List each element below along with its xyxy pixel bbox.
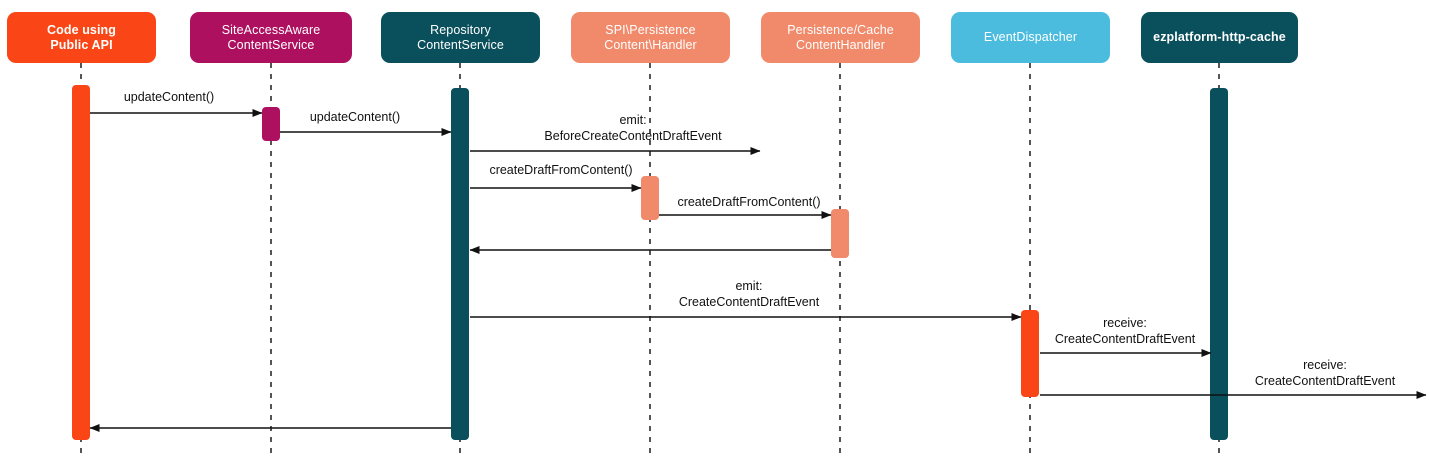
participant-label-event-dispatcher: EventDispatcher — [983, 30, 1078, 44]
participant-box-spi-persistence[interactable]: SPI\Persistence Content\Handler — [571, 12, 730, 63]
message-arrows-layer — [89, 109, 1427, 432]
participant-label-persistence-cache: Persistence/Cache ContentHandler — [787, 22, 894, 52]
message-label-m3: emit: BeforeCreateContentDraftEvent — [544, 113, 722, 143]
message-label-m4: createDraftFromContent() — [489, 163, 633, 177]
activation-bar-repository — [451, 88, 469, 440]
participant-box-event-dispatcher[interactable]: EventDispatcher — [951, 12, 1110, 63]
activation-bar-spi-persistence — [641, 176, 659, 220]
activation-bar-event-dispatcher — [1021, 310, 1039, 397]
activation-bar-http-cache — [1210, 88, 1228, 440]
participant-box-siteaccessaware[interactable]: SiteAccessAware ContentService — [190, 12, 352, 63]
activation-bars-layer — [72, 85, 1228, 440]
participant-label-siteaccessaware: SiteAccessAware ContentService — [221, 22, 321, 52]
activation-bar-siteaccessaware — [262, 107, 280, 141]
activation-bar-public-api — [72, 85, 90, 440]
message-label-m2: updateContent() — [309, 110, 401, 124]
message-label-m9: receive: CreateContentDraftEvent — [1254, 358, 1396, 388]
participant-label-http-cache: ezplatform-http-cache — [1153, 30, 1286, 44]
participant-box-repository[interactable]: Repository ContentService — [381, 12, 540, 63]
participant-box-http-cache[interactable]: ezplatform-http-cache — [1141, 12, 1298, 63]
participant-label-repository: Repository ContentService — [417, 22, 504, 52]
participant-box-public-api[interactable]: Code using Public API — [7, 12, 156, 63]
participant-label-spi-persistence: SPI\Persistence Content\Handler — [604, 22, 697, 52]
message-label-m5: createDraftFromContent() — [677, 195, 821, 209]
message-label-m7: emit: CreateContentDraftEvent — [678, 279, 820, 309]
activation-bar-persistence-cache — [831, 209, 849, 258]
participant-box-persistence-cache[interactable]: Persistence/Cache ContentHandler — [761, 12, 920, 63]
message-label-m8: receive: CreateContentDraftEvent — [1054, 316, 1196, 346]
message-label-m1: updateContent() — [123, 90, 215, 104]
participant-label-public-api: Code using Public API — [46, 22, 117, 52]
